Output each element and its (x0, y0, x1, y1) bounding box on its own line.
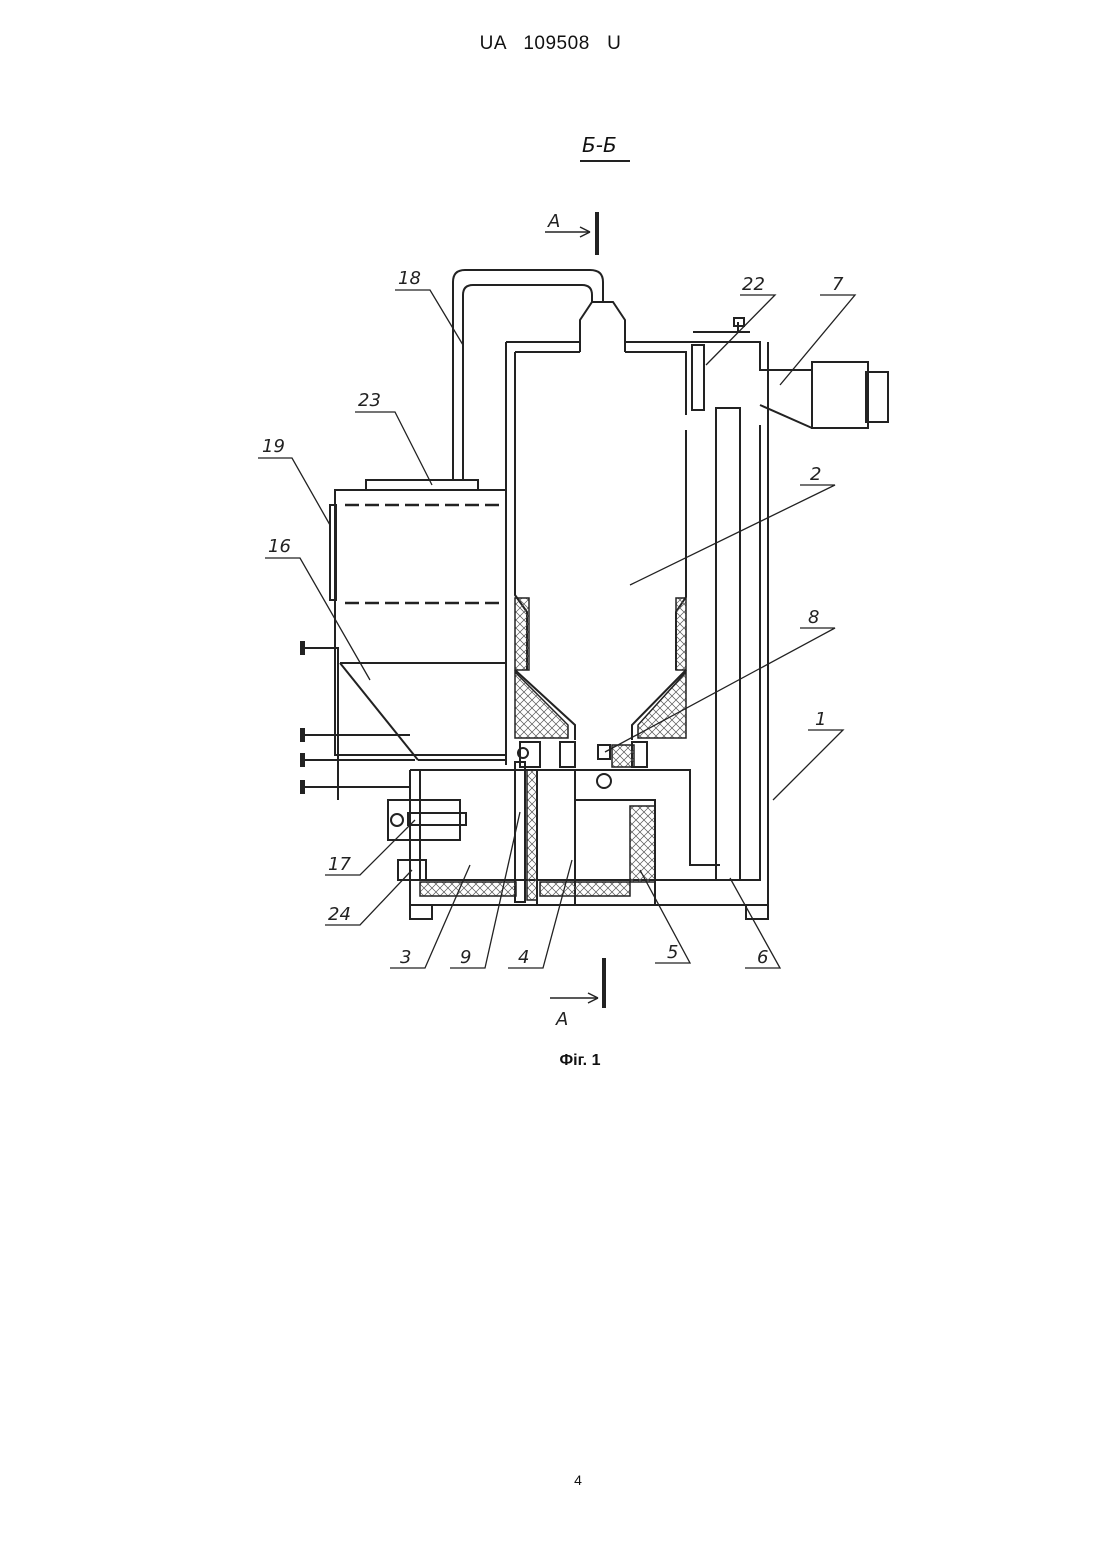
top-nozzle (580, 302, 625, 352)
callout-16: 16 (268, 536, 291, 557)
insulation-cone-left (515, 672, 568, 738)
page-number: 4 (0, 1472, 1101, 1488)
hopper-door-19 (330, 505, 336, 600)
screw-housing-17 (388, 800, 460, 840)
figure-caption: Фіг. 1 (0, 1052, 1101, 1070)
callout-17: 17 (328, 854, 351, 875)
foot-left (410, 905, 432, 919)
callout-5: 5 (667, 942, 678, 963)
callout-18: 18 (398, 268, 421, 289)
callout-19: 19 (262, 436, 285, 457)
callout-4: 4 (518, 947, 529, 968)
callout-8: 8 (808, 607, 819, 628)
callout-9: 9 (460, 947, 471, 968)
hopper-box (335, 490, 506, 755)
valve-22 (692, 345, 704, 410)
callout-6: 6 (757, 947, 768, 968)
callout-24: 24 (328, 904, 351, 925)
section-marker-top: A (547, 211, 560, 232)
insulation-cone-right (638, 672, 686, 738)
callout-7: 7 (832, 274, 844, 295)
rod-top (305, 648, 338, 800)
section-marker-bottom: A (555, 1009, 568, 1030)
pipe-18-inner (463, 285, 592, 480)
lid-23 (366, 480, 478, 490)
callout-2: 2 (810, 464, 821, 485)
tube-6 (716, 408, 740, 880)
callout-1: 1 (815, 709, 826, 730)
callout-22: 22 (742, 274, 765, 295)
callout-23: 23 (358, 390, 381, 411)
callout-3: 3 (400, 947, 411, 968)
